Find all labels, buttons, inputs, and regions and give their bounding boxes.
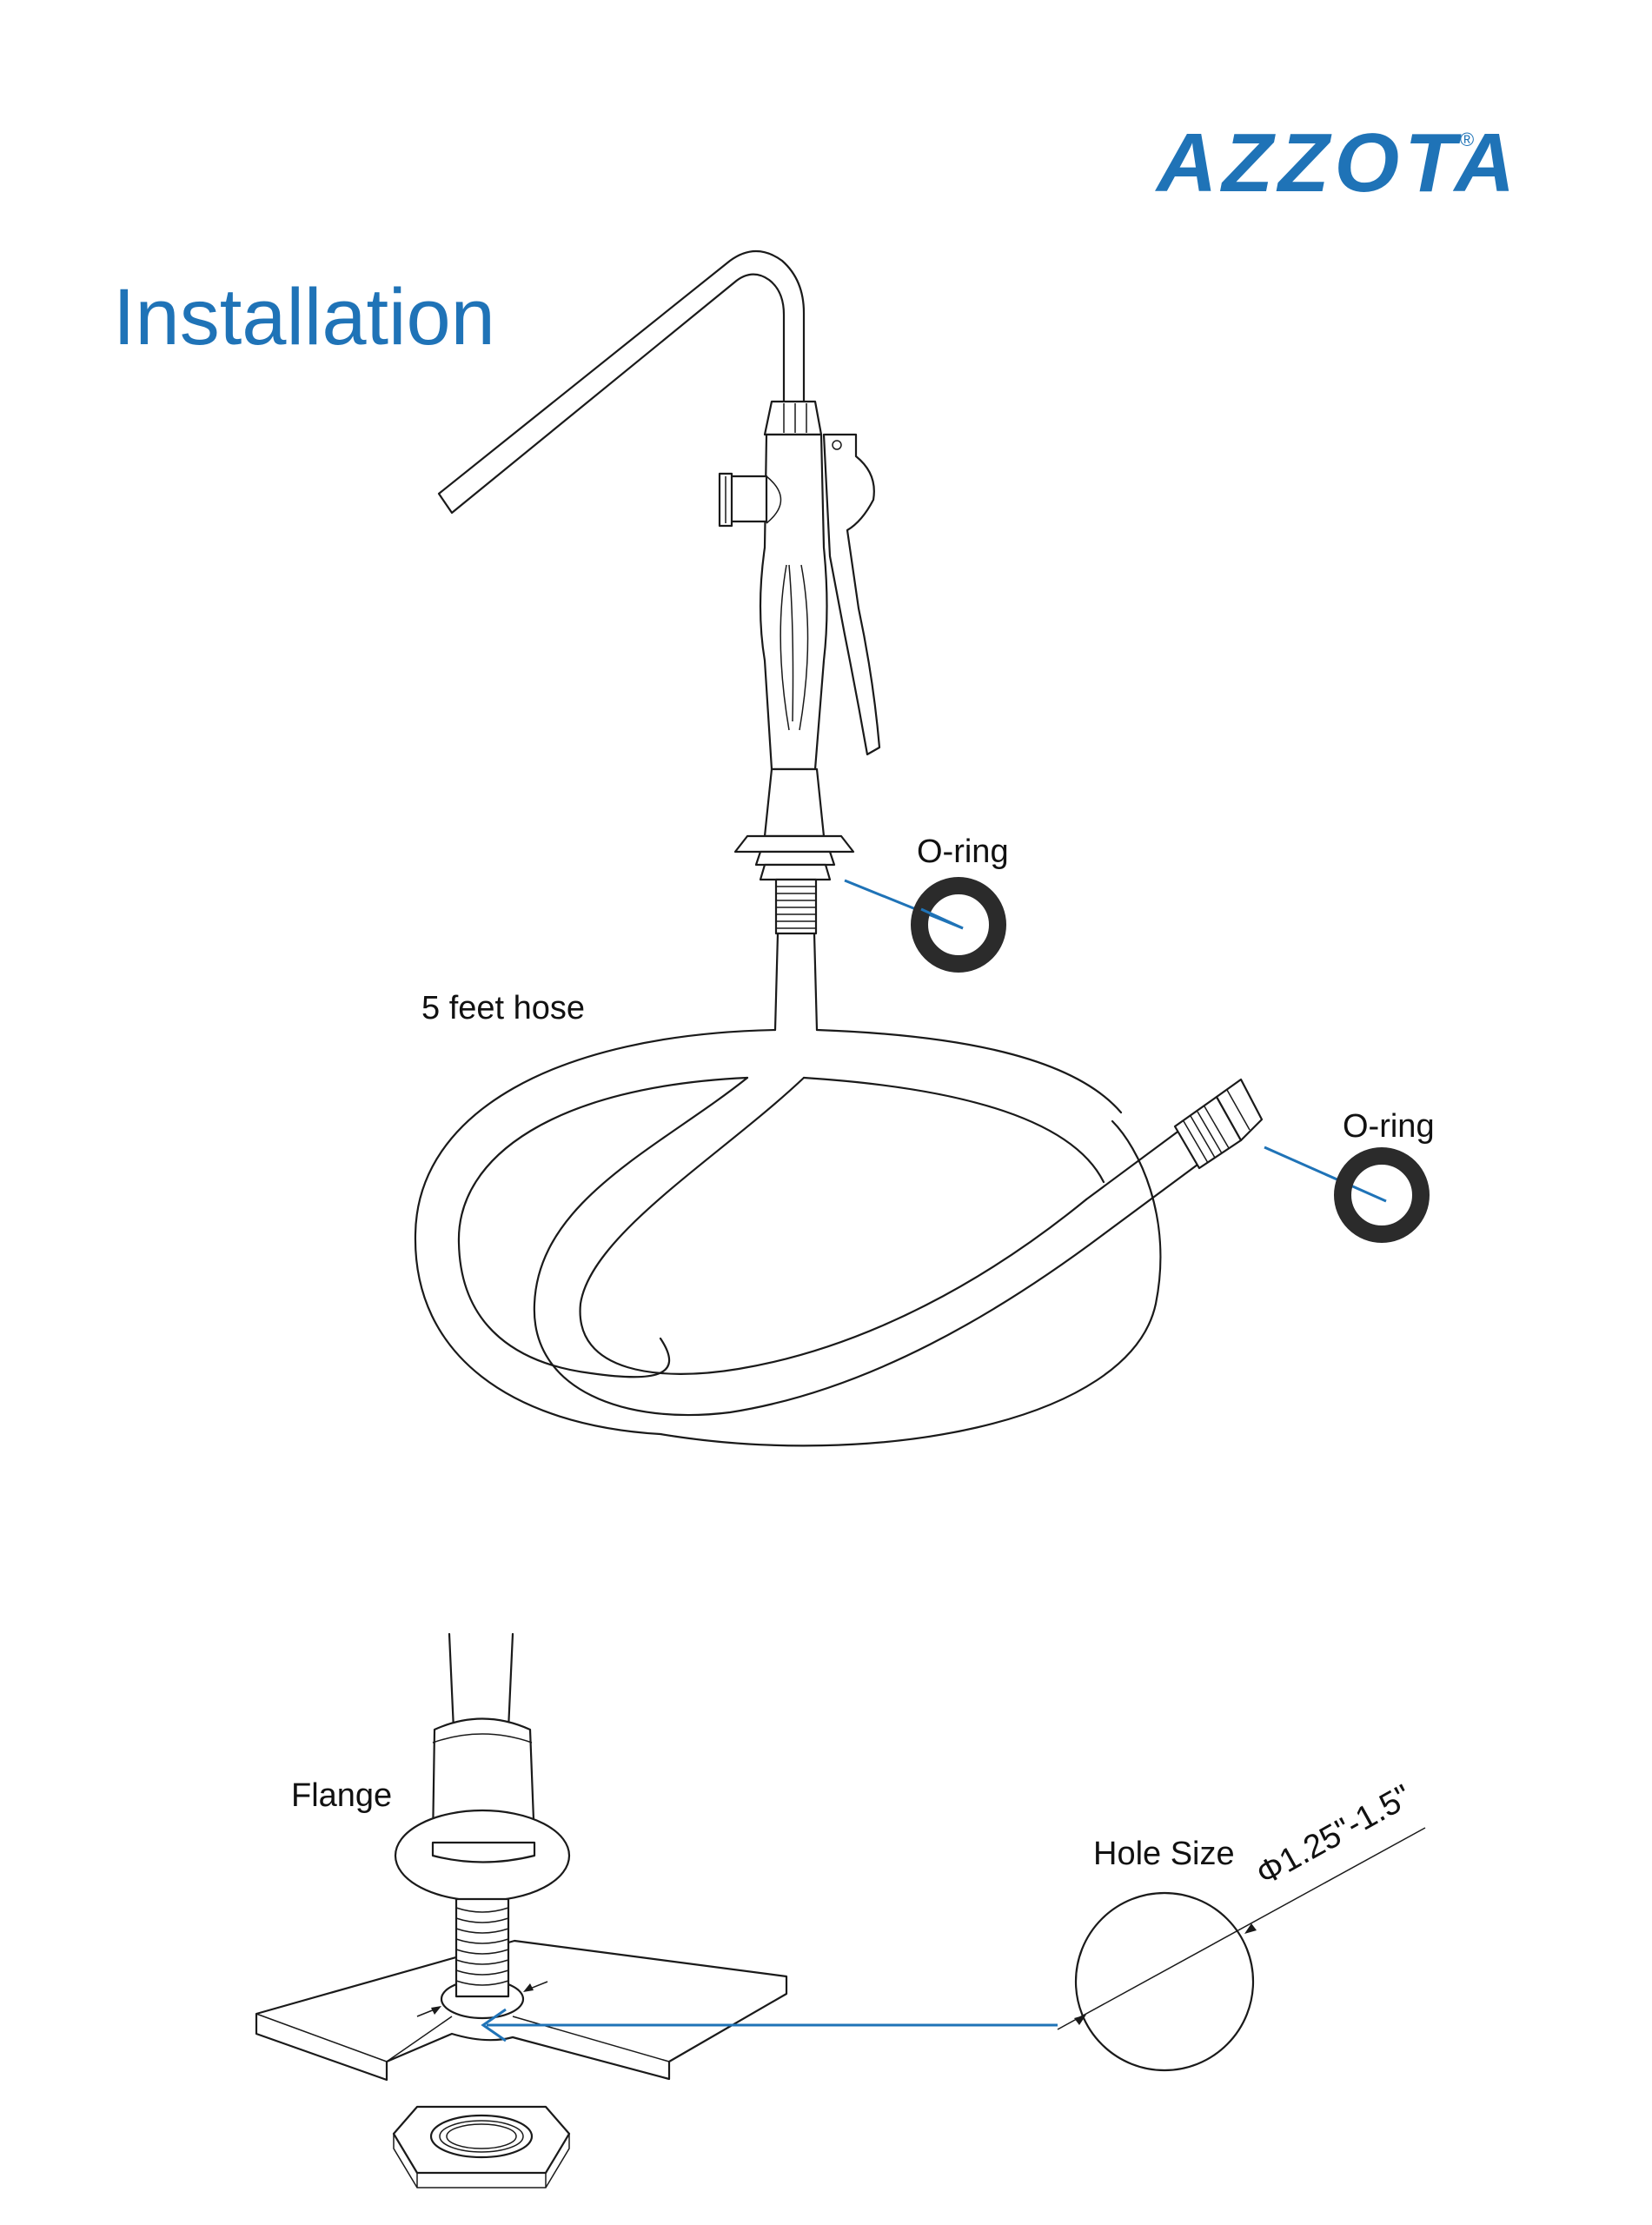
hole-dimension-label: Φ1.25"-1.5"	[1251, 1778, 1417, 1893]
flange-illustration	[255, 1632, 788, 2188]
page-title: Installation	[113, 273, 495, 362]
o-ring-icon	[911, 877, 1006, 973]
faucet-collar	[763, 400, 823, 436]
flange-label: Flange	[291, 1777, 392, 1814]
oring-top-label: O-ring	[917, 834, 1009, 870]
hose-inner-loop	[457, 1076, 749, 1378]
faucet-base-plate	[733, 834, 855, 853]
logo-text: AZZOTA	[1155, 116, 1520, 209]
oring-right-leader	[1264, 1146, 1387, 1203]
hose-illustration	[414, 932, 1264, 1447]
faucet-base	[763, 767, 826, 838]
hole-size-label: Hole Size	[1093, 1836, 1235, 1872]
faucet-body	[759, 433, 828, 771]
hole-diameter-line	[1057, 1827, 1426, 2030]
faucet-side-inlet	[726, 475, 768, 523]
hose-outer-loop	[414, 1028, 1162, 1447]
registered-mark: ®	[1460, 129, 1474, 150]
o-ring-icon	[1334, 1147, 1430, 1243]
countertop	[255, 1939, 788, 2082]
azzota-logo: AZZOTA ®	[1155, 116, 1520, 209]
hose-label: 5 feet hose	[421, 990, 585, 1026]
faucet-illustration	[437, 250, 881, 935]
oring-right-label: O-ring	[1343, 1108, 1435, 1145]
hole-arrow-head	[481, 2008, 507, 2042]
threaded-shank	[774, 878, 818, 935]
flange-shank	[454, 1897, 510, 1998]
hole-size-circle	[1074, 1891, 1255, 2072]
faucet-lever	[822, 433, 881, 756]
